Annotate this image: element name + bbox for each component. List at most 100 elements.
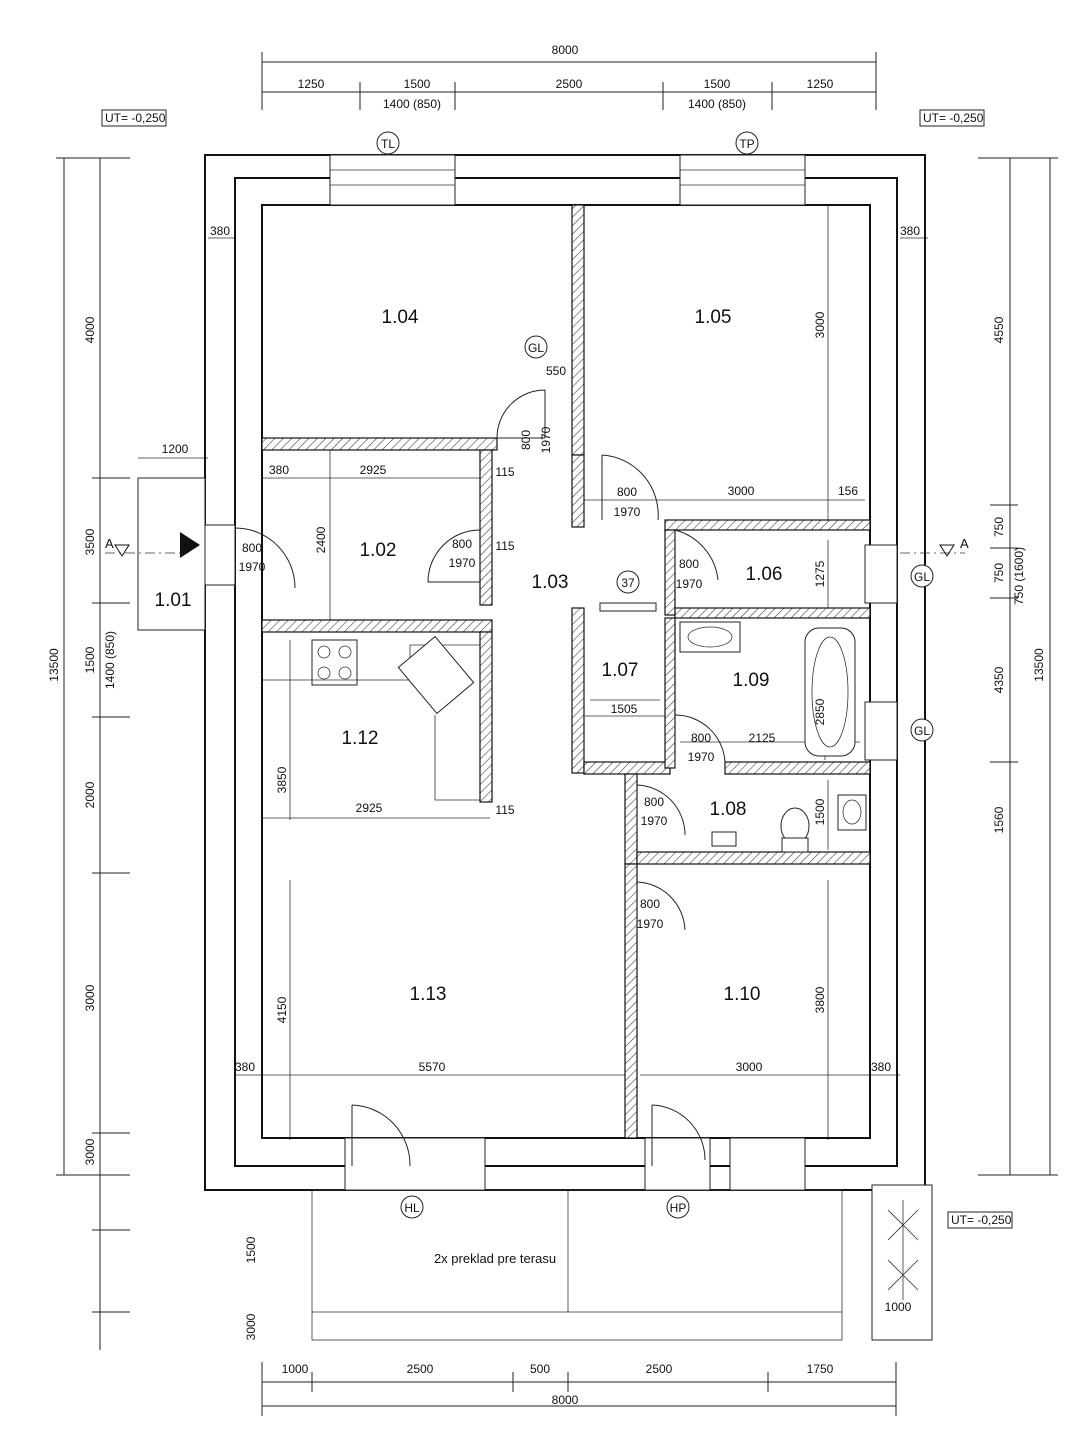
dim-380-bl: 380 [235,1060,255,1074]
level-top-right: UT= -0,250 [923,111,984,125]
stove [311,639,358,686]
level-bottom-right: UT= -0,250 [951,1213,1012,1227]
level-top-left: UT= -0,250 [105,111,166,125]
dim-right-3: 750 [992,563,1006,583]
door-108-w: 800 [644,795,664,809]
door-105-h: 1970 [614,505,641,519]
dim-left-8: 3000 [244,1313,258,1340]
dim-right-4: 4350 [992,666,1006,693]
room-1-01: 1.01 [155,590,192,611]
door-101-w: 800 [242,541,262,555]
section-label-right: A [960,536,969,551]
dim-380-br: 380 [871,1060,891,1074]
door-108-h: 1970 [641,814,668,828]
room-1-07: 1.07 [602,660,639,681]
dim-115-b: 115 [495,539,514,553]
dim-bot-2: 2500 [407,1362,434,1376]
room-1-03: 1.03 [532,572,569,593]
marker-hp: HP [670,1201,687,1215]
interior-walls [261,204,871,1139]
dim-right-3b: 750 (1600) [1012,547,1026,605]
room-1-10: 1.10 [724,984,761,1005]
dim-113-w: 5570 [419,1060,446,1074]
dim-115-c: 115 [495,803,514,817]
room-1-06: 1.06 [746,564,783,585]
dim-top-win-r: 1400 (850) [688,97,746,111]
door-105-w: 800 [617,485,637,499]
dim-bot-3: 500 [530,1362,550,1376]
dim-top-4: 1500 [704,77,731,91]
dim-107-w: 1505 [611,702,638,716]
dim-left-total: 13500 [47,648,61,682]
dim-1000: 1000 [885,1300,912,1314]
windows [204,154,898,1191]
door-101-h: 1970 [239,560,266,574]
dim-left-3: 1500 [83,646,97,673]
dim-109-h: 2850 [813,698,827,725]
dim-left-5: 3000 [83,984,97,1011]
dim-right-2: 750 [992,517,1006,537]
dim-right-total: 13500 [1032,648,1046,682]
dim-top-total: 8000 [552,43,579,57]
room-labels: 1.01 1.02 1.03 1.04 1.05 1.06 1.07 1.08 … [155,307,783,1005]
door-110-h: 1970 [637,917,664,931]
dim-top-5: 1250 [807,77,834,91]
dim-106-h: 1275 [813,560,827,587]
marker-gl-top: GL [528,341,544,355]
section-marks [105,532,965,558]
door-102-h: 1970 [449,556,476,570]
vertical-dimension-text: 13500 4000 3500 1500 1400 (850) 2000 300… [47,311,1046,1340]
dim-bot-1: 1000 [282,1362,309,1376]
doors [234,389,726,1167]
fixtures [262,602,867,853]
level-labels: UT= -0,250 UT= -0,250 UT= -0,250 [101,109,1013,1229]
dim-right-5: 1560 [992,806,1006,833]
dim-156: 156 [838,484,858,498]
dim-105-w: 3000 [728,484,755,498]
dim-104-door-w: 800 [519,430,533,450]
room-1-09: 1.09 [733,670,770,691]
dim-bot-5: 1750 [807,1362,834,1376]
door-102-w: 800 [452,537,472,551]
dim-115-a: 115 [495,465,514,479]
door-106-h: 1970 [676,577,703,591]
marker-stair: 37 [621,576,635,590]
dim-380-tr: 380 [900,224,920,238]
room-1-12: 1.12 [342,728,379,749]
dim-bot-total: 8000 [552,1393,579,1407]
dim-left-7: 1500 [244,1236,258,1263]
dim-1200: 1200 [162,442,189,456]
dim-bot-4: 2500 [646,1362,673,1376]
dim-108-h: 1500 [813,798,827,825]
door-109-h: 1970 [688,750,715,764]
washbasin [679,621,741,653]
dim-105-h: 3000 [813,311,827,338]
dimension-text: 8000 1250 1500 2500 1500 1250 1400 (850)… [162,43,921,1407]
dimension-lines [56,52,1058,1416]
room-1-04: 1.04 [382,307,419,328]
room-1-13: 1.13 [410,984,447,1005]
dim-550: 550 [546,364,566,378]
dim-110-w: 3000 [736,1060,763,1074]
dim-380-tl: 380 [210,224,230,238]
dim-109-w: 2125 [749,731,776,745]
dim-102-h: 2400 [314,526,328,553]
room-1-08: 1.08 [710,799,747,820]
dim-top-2: 1500 [404,77,431,91]
dim-right-1: 4550 [992,316,1006,343]
marker-tp: TP [739,137,754,151]
dim-top-3: 2500 [556,77,583,91]
door-109-w: 800 [691,731,711,745]
door-106-w: 800 [679,557,699,571]
marker-gl-right-2: GL [914,724,930,738]
dim-left-4: 2000 [83,781,97,808]
dim-left-3b: 1400 (850) [103,631,117,689]
marker-tl: TL [381,137,395,151]
marker-gl-right-1: GL [914,570,930,584]
dim-110-h: 3800 [813,986,827,1013]
section-label-left: A [105,536,114,551]
bathtub [804,627,856,757]
dim-102-380: 380 [269,463,289,477]
dim-top-win-l: 1400 (850) [383,97,441,111]
door-110-w: 800 [640,897,660,911]
